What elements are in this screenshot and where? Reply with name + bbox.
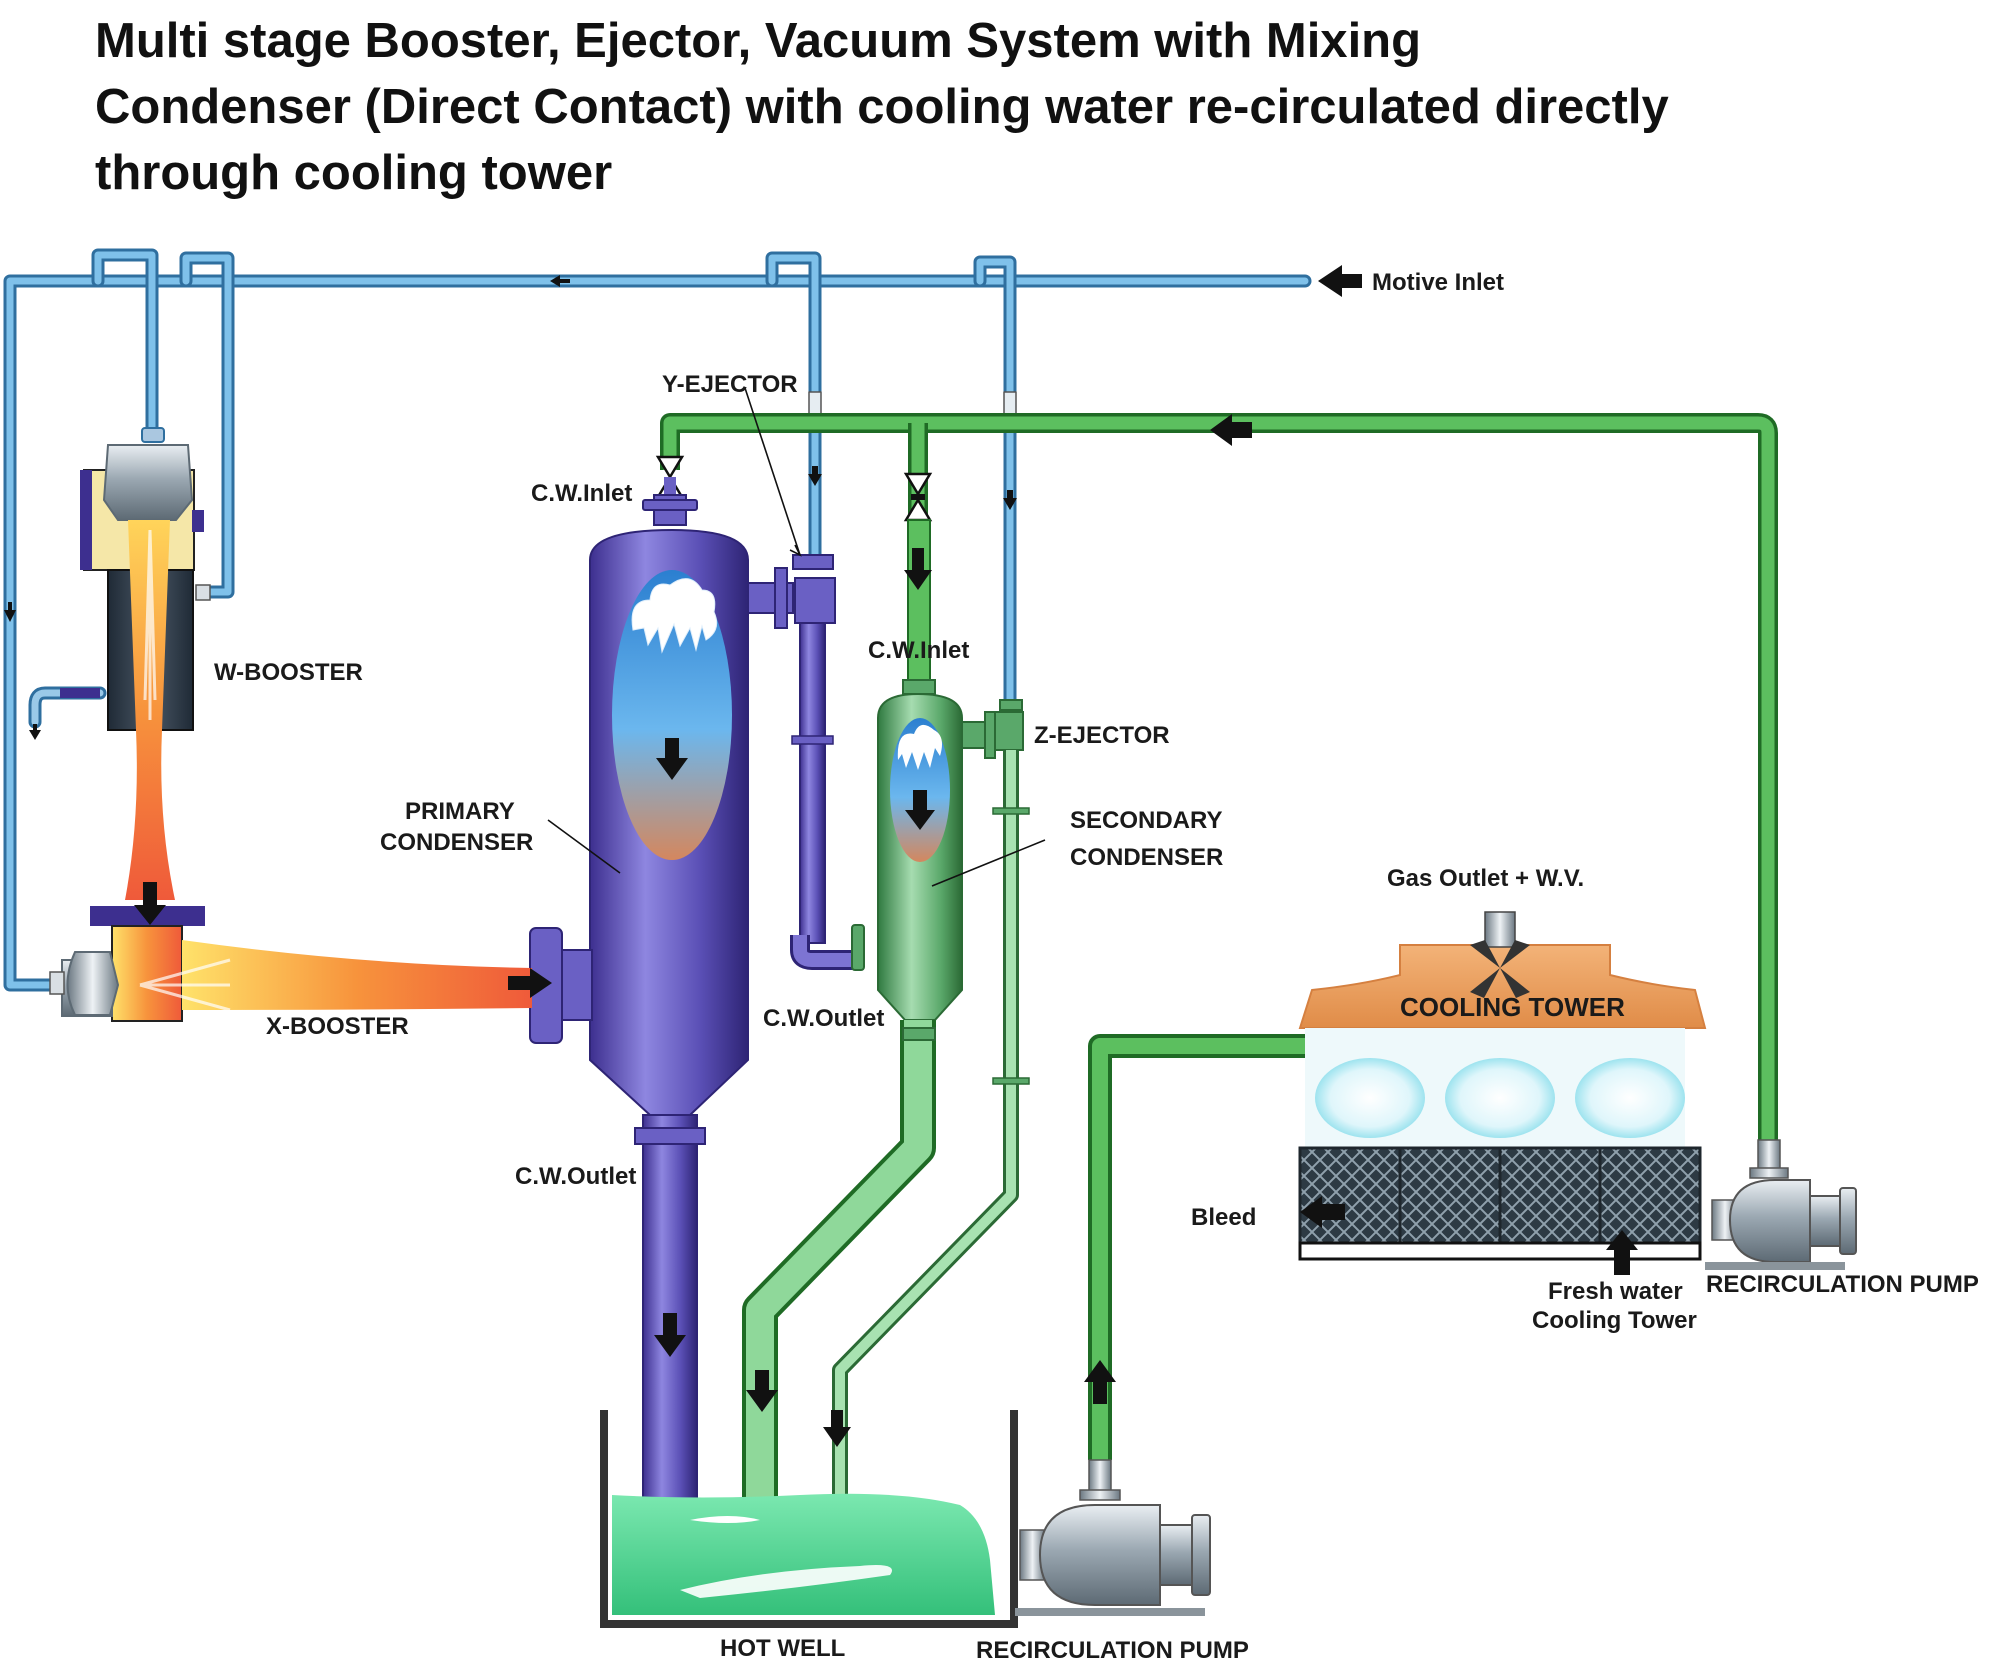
- pump-supply-arrow: [1084, 1360, 1116, 1404]
- cw-outlet-secondary-label: C.W.Outlet: [763, 1005, 884, 1032]
- recirc-pump-right-label: RECIRCULATION PUMP: [1706, 1271, 1979, 1298]
- w-booster-down-arrow: [134, 882, 166, 925]
- primary-condenser: [529, 494, 794, 1568]
- primary-outlet-arrow: [654, 1313, 686, 1357]
- header-flow-arrow: [550, 275, 570, 287]
- z-ejector[interactable]: [832, 699, 1030, 1565]
- z-ejector-flow-arrow: [1003, 490, 1017, 510]
- bleed-label: Bleed: [1191, 1204, 1256, 1231]
- recirculation-pump-bottom[interactable]: [1015, 1459, 1211, 1616]
- primary-condenser-label-2: CONDENSER: [380, 829, 533, 856]
- y-ejector-label: Y-EJECTOR: [662, 371, 798, 398]
- recirculation-pump-right[interactable]: [1705, 1139, 1857, 1270]
- secondary-condenser-label-2: CONDENSER: [1070, 844, 1223, 871]
- secondary-condenser-arrow: [905, 790, 935, 830]
- hot-well: [600, 1410, 1018, 1628]
- cw-inlet-valve-primary[interactable]: [655, 455, 685, 499]
- secondary-cw-arrow: [904, 548, 932, 590]
- cw-inlet-primary-label: C.W.Inlet: [531, 480, 632, 507]
- motive-inlet-arrow: [1318, 265, 1362, 297]
- primary-condenser-label-1: PRIMARY: [405, 798, 515, 825]
- cw-inlet-secondary-label: C.W.Inlet: [868, 637, 969, 664]
- fresh-water-arrow: [1606, 1230, 1638, 1275]
- recirc-pump-bottom-label: RECIRCULATION PUMP: [976, 1637, 1249, 1664]
- secondary-condenser: [742, 519, 996, 1560]
- primary-condenser-arrow: [656, 738, 688, 780]
- leader-lines: [547, 387, 1046, 887]
- secondary-outlet-arrow: [746, 1370, 778, 1412]
- gas-outlet-label: Gas Outlet + W.V.: [1387, 865, 1584, 892]
- title-line-3: through cooling tower: [95, 146, 613, 200]
- title-line-2: Condenser (Direct Contact) with cooling …: [95, 80, 1669, 134]
- secondary-condenser-label-1: SECONDARY: [1070, 807, 1222, 834]
- cw-return-arrow: [1210, 414, 1252, 446]
- x-booster-label: X-BOOSTER: [266, 1013, 409, 1040]
- fresh-water-label-2: Cooling Tower: [1532, 1307, 1697, 1334]
- motive-steam-piping: [3, 248, 1312, 992]
- motive-inlet-label: Motive Inlet: [1372, 269, 1504, 296]
- bleed-arrow: [1300, 1196, 1345, 1228]
- z-outlet-arrow: [823, 1410, 851, 1447]
- cooling-tower-label: COOLING TOWER: [1400, 992, 1625, 1022]
- y-ejector-flow-arrow: [808, 466, 822, 486]
- fresh-water-label-1: Fresh water: [1548, 1278, 1683, 1305]
- x-booster-arrow: [508, 968, 552, 998]
- header-down-arrow: [4, 602, 16, 622]
- y-ejector[interactable]: [790, 554, 865, 971]
- w-booster[interactable]: [60, 427, 211, 900]
- z-ejector-label: Z-EJECTOR: [1034, 722, 1170, 749]
- hot-well-label: HOT WELL: [720, 1635, 845, 1662]
- flow-arrows: [4, 265, 1638, 1447]
- page-title: Multi stage Booster, Ejector, Vacuum Sys…: [95, 8, 1915, 206]
- title-line-1: Multi stage Booster, Ejector, Vacuum Sys…: [95, 14, 1422, 68]
- cw-outlet-primary-label: C.W.Outlet: [515, 1163, 636, 1190]
- drain-arrow: [29, 724, 41, 740]
- x-booster[interactable]: [49, 906, 532, 1022]
- w-booster-label: W-BOOSTER: [214, 659, 363, 686]
- cooling-tower: [1298, 911, 1707, 1261]
